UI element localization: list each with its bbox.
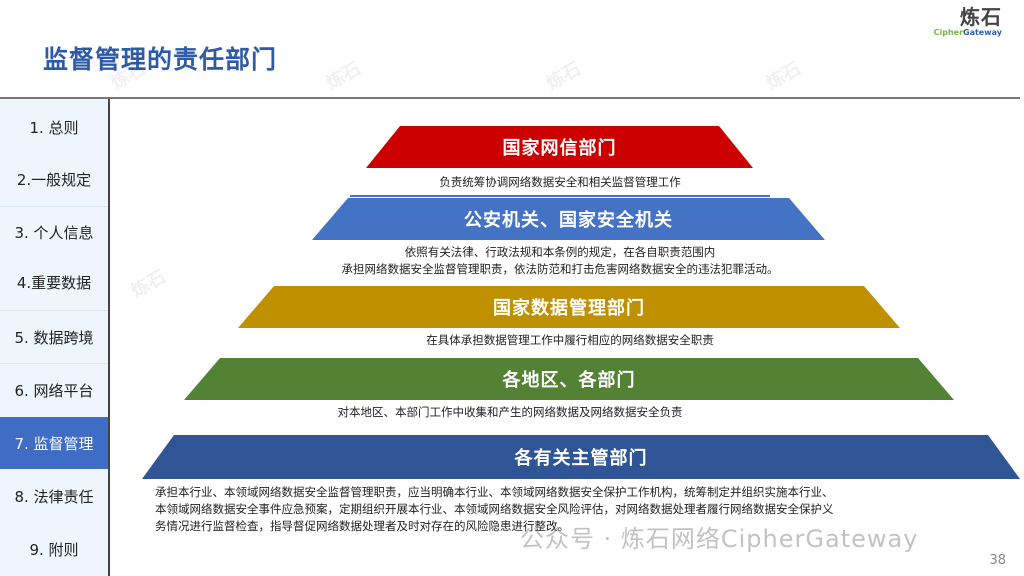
header-divider — [0, 97, 1020, 99]
tier-description-line: 务情况进行监督检查，指导督促网络数据处理者及时对存在的风险隐患进行整改。 — [155, 519, 569, 533]
wechat-watermark: 公众号 · 炼石网络CipherGateway — [520, 525, 919, 553]
tier-description: 在具体承担数据管理工作中履行相应的网络数据安全职责 — [426, 333, 714, 347]
sidebar-item-personal-info[interactable]: 3. 个人信息 — [14, 223, 94, 242]
tier-description: 承担本行业、本领域网络数据安全监督管理职责，应当明确本行业、本领域网络数据安全保… — [155, 484, 1024, 535]
sidebar-item-legal-liability[interactable]: 8. 法律责任 — [14, 487, 94, 506]
sidebar-item-general-rules[interactable]: 2.一般规定 — [16, 170, 92, 189]
watermark-logo: 炼石 — [762, 58, 805, 95]
watermark-logo: 炼石 — [127, 266, 170, 303]
tier-description-line: 承担本行业、本领域网络数据安全监督管理职责，应当明确本行业、本领域网络数据安全保… — [155, 485, 834, 499]
trapezoid-shape — [142, 435, 1020, 479]
sidebar-item-supplementary[interactable]: 9. 附则 — [29, 540, 79, 559]
watermark-logo: 炼石 — [322, 58, 365, 95]
trapezoid-shape — [366, 126, 753, 168]
trapezoid-shape — [312, 198, 825, 240]
tier-description: 负责统筹协调网络数据安全和相关监督管理工作 — [439, 175, 681, 189]
sidebar-divider — [0, 310, 108, 311]
tier-title: 国家数据管理部门 — [493, 298, 645, 319]
sidebar-item-important-data[interactable]: 4.重要数据 — [16, 273, 92, 292]
sidebar-nav: 1. 总则 2.一般规定 3. 个人信息 4.重要数据 5. 数据跨境 6. 网… — [0, 99, 110, 576]
tier-description-line: 依照有关法律、行政法规和本条例的规定，在各自职责范围内 — [404, 245, 716, 259]
sidebar-item-supervision[interactable]: 7. 监督管理 — [0, 417, 108, 469]
tier-description: 依照有关法律、行政法规和本条例的规定，在各自职责范围内 承担网络数据安全监督管理… — [280, 244, 840, 278]
tier-data-admin: 国家数据管理部门 — [238, 286, 900, 328]
tier-description-line: 承担网络数据安全监督管理职责，依法防范和打击危害网络数据安全的违法犯罪活动。 — [341, 262, 779, 276]
tier-regions: 各地区、各部门 — [184, 358, 954, 400]
sidebar-item-cross-border[interactable]: 5. 数据跨境 — [14, 328, 94, 347]
logo-en-text: CipherGateway — [934, 28, 1002, 38]
tier-public-security: 公安机关、国家安全机关 — [312, 198, 825, 240]
tier-title: 各有关主管部门 — [514, 448, 648, 469]
logo-cn-text: 炼石 — [960, 5, 1002, 29]
logo-en-part2: Gateway — [963, 28, 1002, 37]
tier-description: 对本地区、本部门工作中收集和产生的网络数据及网络数据安全负责 — [337, 405, 683, 419]
sidebar-item-network-platform[interactable]: 6. 网络平台 — [14, 381, 94, 400]
watermark-logo: 炼石 — [542, 58, 585, 95]
logo-en-part1: Cipher — [933, 28, 964, 37]
tier-cac: 国家网信部门 — [366, 126, 753, 168]
brand-logo: 炼石 CipherGateway — [934, 6, 1002, 38]
sidebar-divider — [0, 206, 108, 207]
trapezoid-shape — [238, 286, 900, 328]
tier-description-line: 本领域网络数据安全事件应急预案，定期组织开展本行业、本领域网络数据安全风险评估，… — [155, 502, 834, 516]
tier-competent-authorities: 各有关主管部门 — [142, 435, 1020, 479]
tier-title: 各地区、各部门 — [502, 370, 636, 391]
sidebar-divider — [0, 363, 108, 364]
tier-title: 国家网信部门 — [502, 138, 617, 159]
page-number: 38 — [989, 553, 1006, 568]
sidebar-item-general-provisions[interactable]: 1. 总则 — [29, 118, 79, 137]
page-title: 监督管理的责任部门 — [43, 45, 278, 74]
trapezoid-shape — [184, 358, 954, 400]
tier-divider — [350, 195, 770, 197]
tier-title: 公安机关、国家安全机关 — [464, 210, 673, 231]
